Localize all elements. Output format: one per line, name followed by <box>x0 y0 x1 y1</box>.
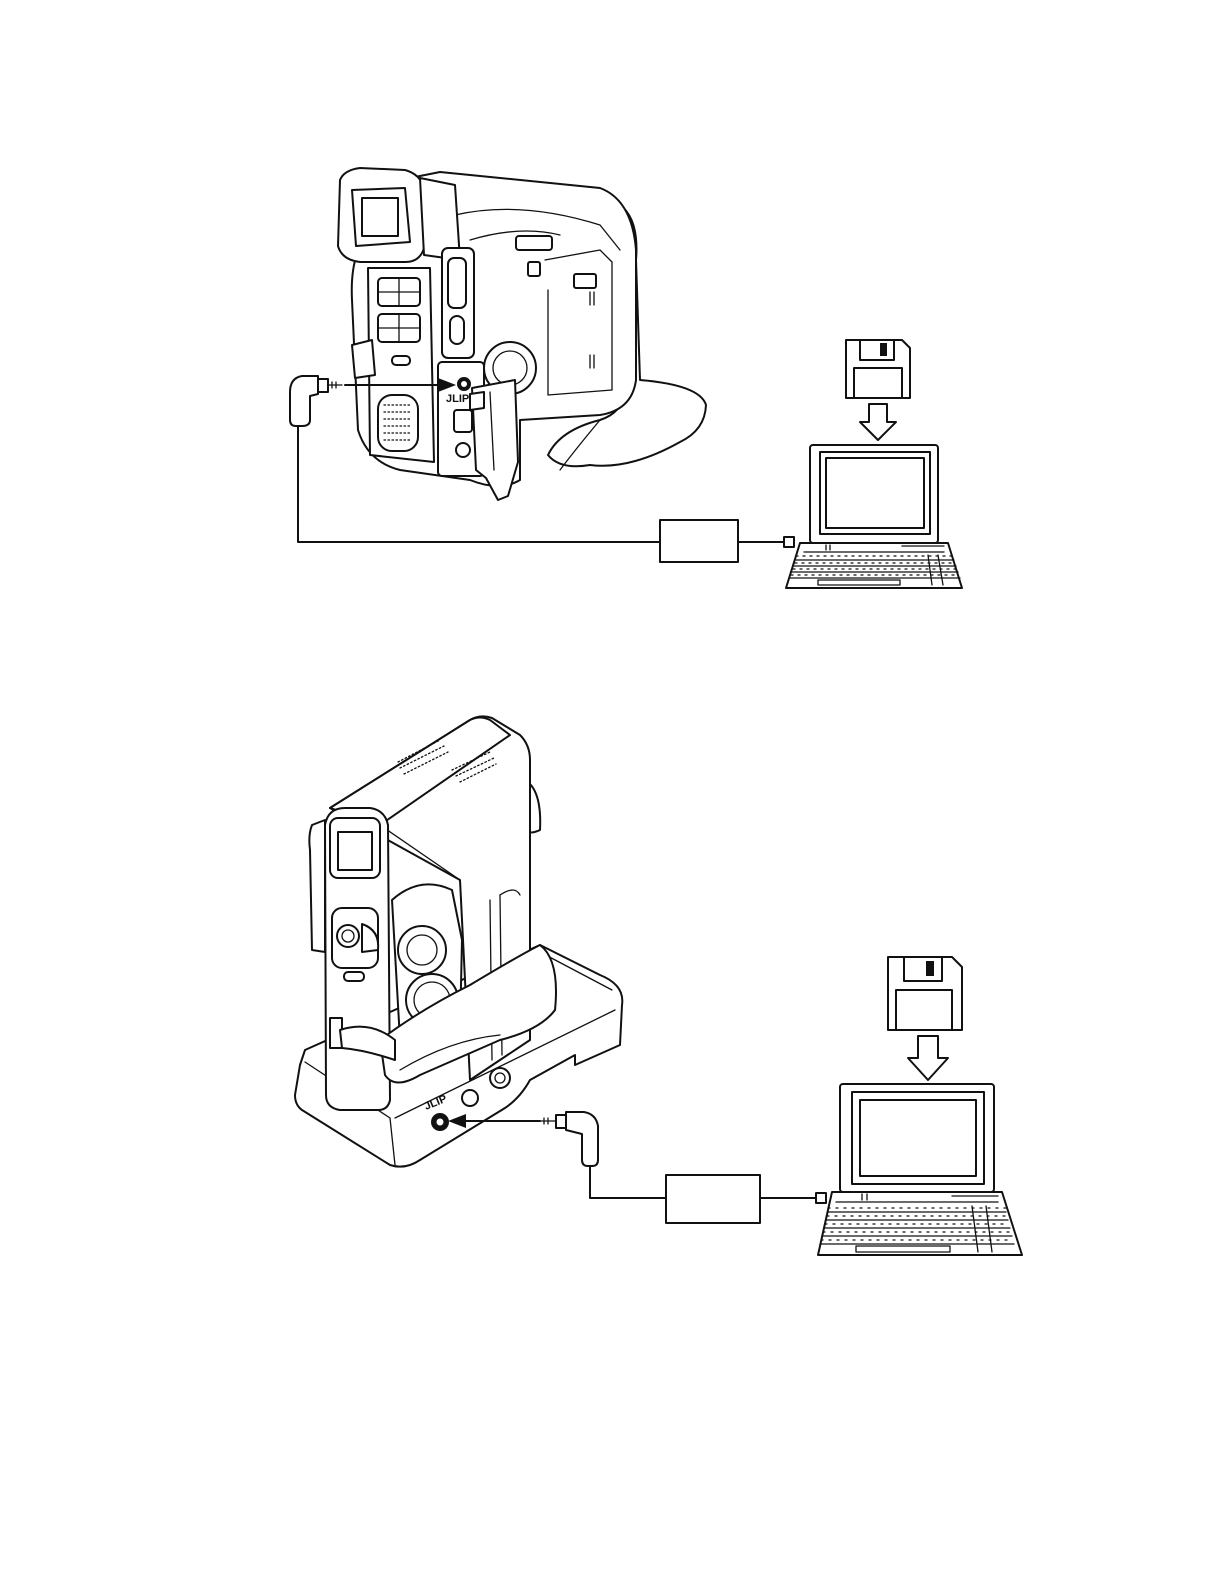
floppy-disk-icon <box>846 340 910 398</box>
figure-camcorder-on-dock: JLIP <box>295 716 1022 1255</box>
laptop-icon <box>818 1084 1022 1255</box>
connection-arrow <box>448 1114 540 1128</box>
jlip-plug-icon <box>290 376 342 426</box>
laptop-icon <box>786 445 962 588</box>
floppy-disk-icon <box>888 957 962 1030</box>
jlip-port-label: JLIP <box>446 393 469 405</box>
interface-box-icon <box>660 520 738 562</box>
figure-camcorder-direct: JLIP <box>290 168 962 588</box>
jlip-jack-icon <box>457 377 471 391</box>
serial-connector <box>816 1193 826 1203</box>
jlip-plug-icon <box>540 1112 598 1166</box>
serial-connector <box>784 537 794 547</box>
down-arrow-icon <box>860 404 896 440</box>
camcorder-icon: JLIP <box>338 168 706 500</box>
down-arrow-icon <box>908 1036 948 1080</box>
interface-box-icon <box>666 1175 760 1223</box>
jlip-jack-icon <box>431 1113 449 1131</box>
jlip-cable <box>590 1166 666 1198</box>
